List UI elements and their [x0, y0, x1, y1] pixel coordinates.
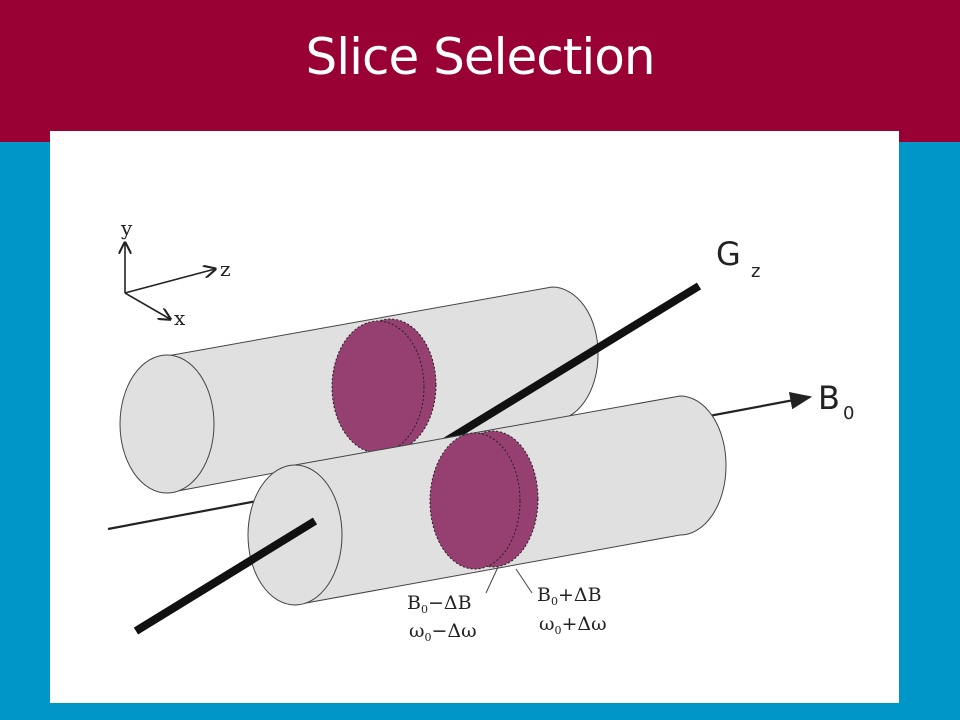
right-annotation-leader — [515, 568, 533, 594]
gz-label: G — [716, 235, 741, 273]
svg-text:ω0+Δω: ω0+Δω — [539, 613, 607, 637]
b0-subscript: 0 — [843, 403, 854, 424]
back-slice-front-face — [331, 320, 425, 454]
x-axis-arrow — [124, 292, 170, 319]
z-axis-label: z — [220, 257, 231, 281]
z-axis-arrow — [124, 269, 215, 294]
title-bar — [0, 0, 960, 142]
back-cylinder-end-cap — [119, 354, 215, 494]
svg-text:B0+ΔB: B0+ΔB — [537, 584, 602, 608]
gz-subscript: z — [751, 261, 760, 282]
slide-title: Slice Selection — [305, 28, 655, 86]
coordinate-axes: y z x — [120, 216, 231, 330]
svg-text:B0−ΔB: B0−ΔB — [407, 592, 472, 616]
front-slice-front-face — [429, 432, 521, 570]
left-slice-annotation: B0−ΔB ω0−Δω — [407, 592, 477, 644]
slice-selection-diagram: y z x G z B 0 — [107, 216, 854, 644]
x-axis-label: x — [174, 306, 186, 330]
b0-label: B — [818, 379, 840, 417]
diagram-panel: y z x G z B 0 — [50, 131, 899, 703]
front-cylinder — [247, 395, 727, 606]
back-cylinder — [119, 286, 599, 494]
gz-gradient-line-front — [133, 517, 318, 635]
left-annotation-leader — [485, 566, 499, 594]
y-axis-label: y — [120, 216, 133, 240]
svg-text:ω0−Δω: ω0−Δω — [409, 620, 477, 644]
right-slice-annotation: B0+ΔB ω0+Δω — [537, 584, 607, 637]
